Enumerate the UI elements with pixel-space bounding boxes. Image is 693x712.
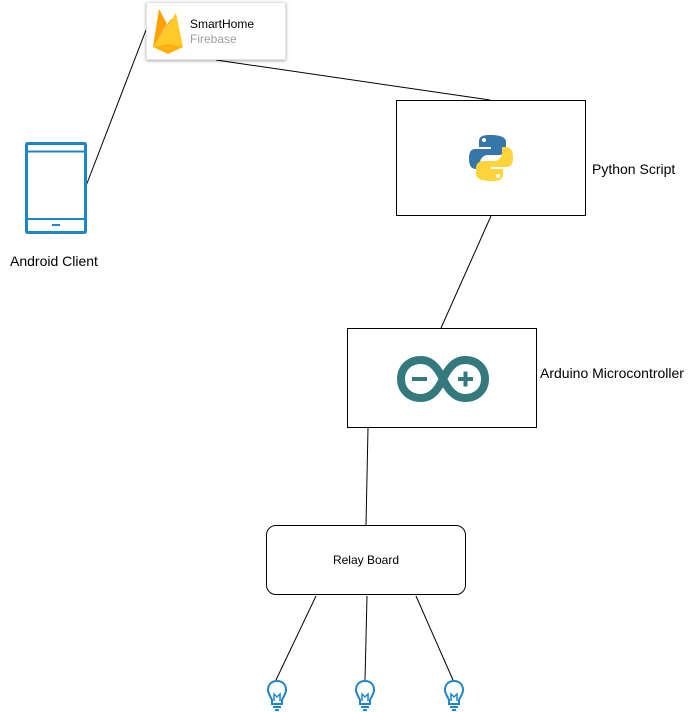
edge-arduino-relay [365,427,369,526]
edge-android-firebase [85,29,147,187]
lightbulb-icon [266,679,288,711]
firebase-title: SmartHome [190,17,255,31]
android-client-label: Android Client [10,253,98,269]
edge-relay-bulb-3 [415,595,454,681]
arduino-microcontroller-label: Arduino Microcontroller [540,365,684,381]
tablet-device-icon[interactable] [25,142,87,234]
lightbulb-icon [443,679,465,711]
arduino-logo-icon [397,355,489,403]
edge-relay-bulb-2 [364,595,368,681]
relay-board-node[interactable]: Relay Board [266,525,466,595]
firebase-subtitle: Firebase [190,32,237,46]
lightbulb-icon [354,679,376,711]
python-script-label: Python Script [592,161,676,177]
edge-firebase-python [215,59,491,101]
python-node[interactable] [396,100,586,216]
python-logo-icon [469,135,513,181]
edge-python-arduino [440,215,492,329]
arduino-node[interactable] [347,328,537,428]
firebase-flame-icon [153,9,183,54]
relay-board-label: Relay Board [332,553,400,567]
edge-relay-bulb-1 [275,595,317,681]
firebase-node[interactable]: SmartHome Firebase [146,2,286,60]
